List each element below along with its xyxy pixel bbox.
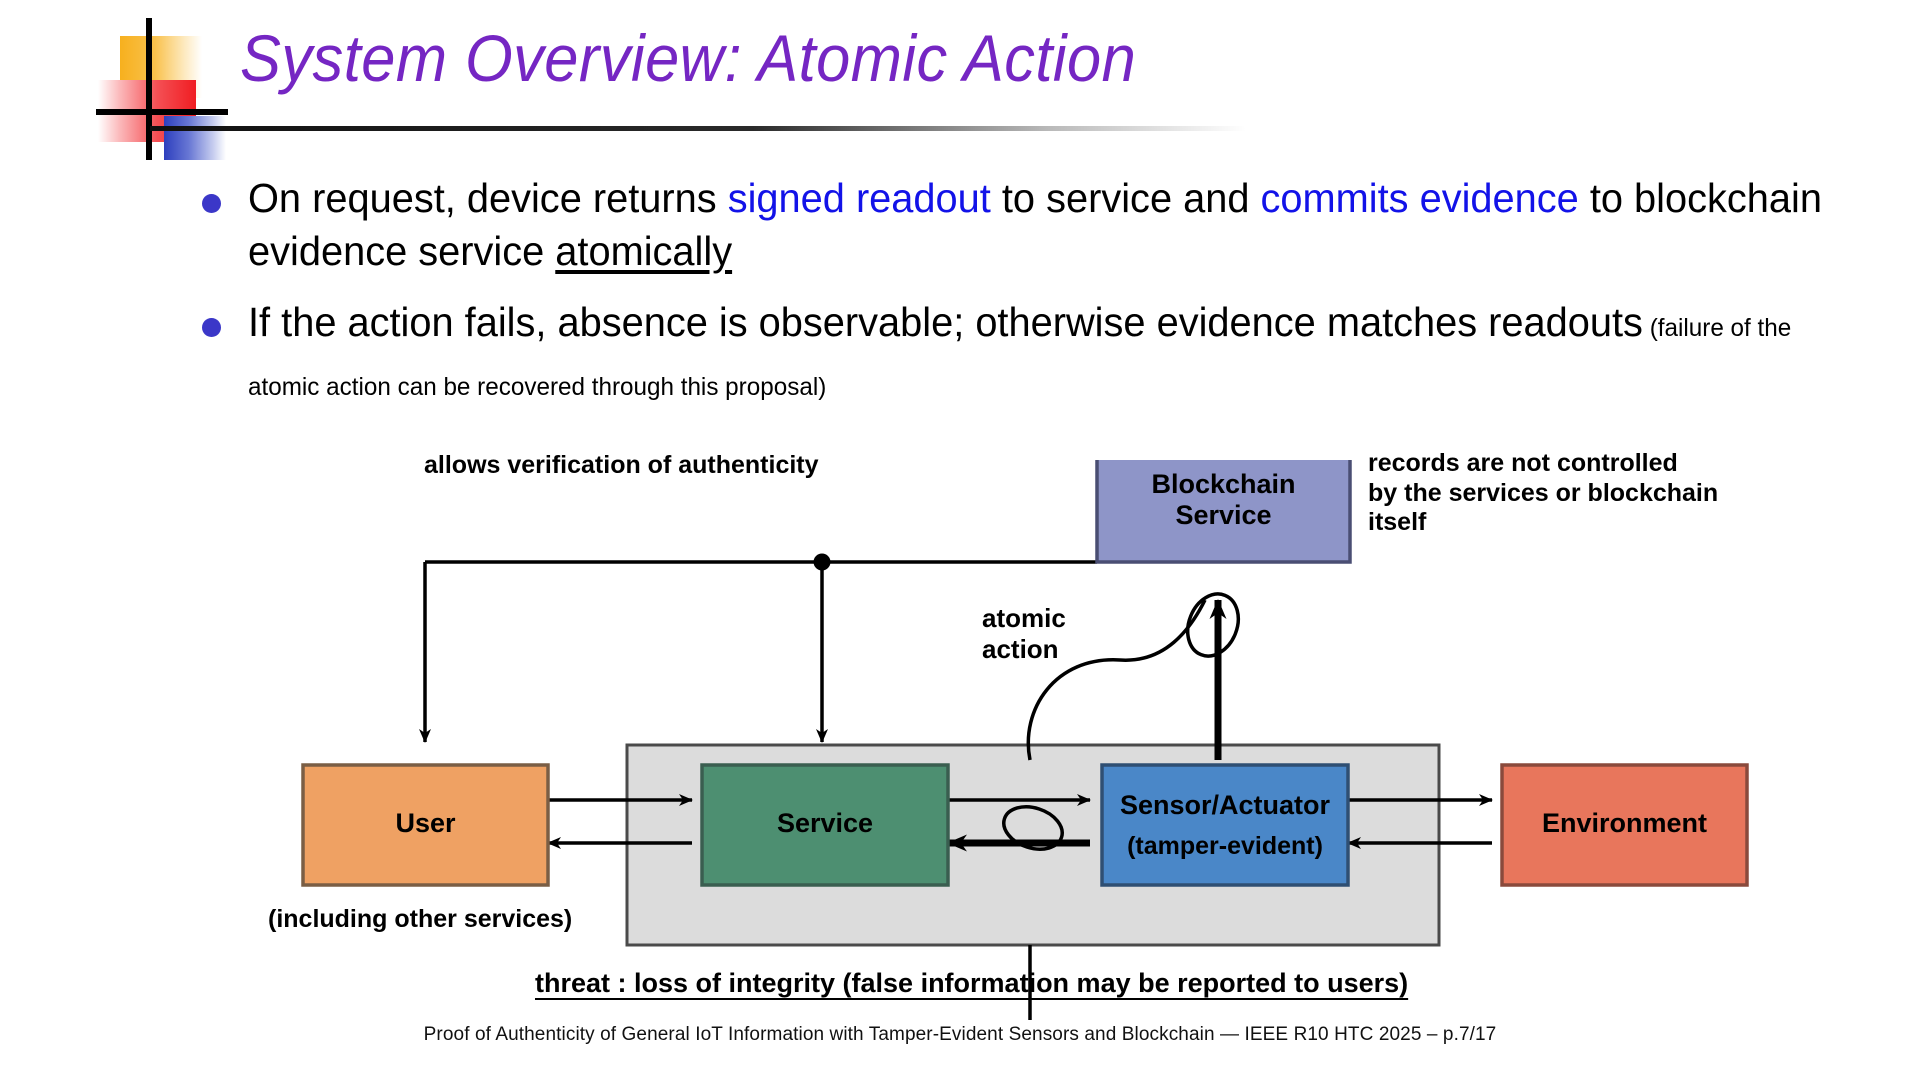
box-environment (1500, 763, 1749, 887)
annotation-atomic-action: atomic action (982, 603, 1066, 664)
bullet-item-2: If the action fails, absence is observab… (190, 296, 1890, 414)
title-divider (150, 126, 1246, 131)
bullet-1-seg-4: to blockchain evidence service (248, 175, 1822, 274)
bullet-1-seg-atomically: atomically (555, 228, 733, 274)
atomic-loop-bottom (1002, 805, 1064, 851)
box-label-sensor-actuator: Sensor/Actuator (1119, 790, 1331, 820)
annotation-verification: allows verification of authenticity (424, 451, 819, 479)
logo-square-blue (164, 116, 226, 160)
slide-footer: Proof of Authenticity of General IoT Inf… (423, 1024, 1497, 1045)
atomic-loop-top (1185, 592, 1241, 658)
box-service (700, 763, 950, 887)
logo-horizontal-bar (96, 109, 228, 115)
bullet-1-seg-2: to service and (990, 175, 1261, 221)
box-sublabel-sensor-actuator: (tamper-evident) (1127, 832, 1323, 860)
bullet-item-1: On request, device returns signed readou… (190, 172, 1890, 278)
box-label-user: User (395, 808, 456, 838)
box-label-service: Service (776, 808, 874, 838)
bullet-text-2: If the action fails, absence is observab… (248, 296, 1841, 414)
box-sensor-actuator (1100, 763, 1350, 887)
bullet-dot-icon (202, 194, 221, 213)
bullet-1-seg-commits-evidence: commits evidence (1260, 175, 1579, 221)
bullet-2-seg-0: If the action fails, absence is observab… (248, 299, 1643, 345)
slide-logo-mark (96, 18, 228, 160)
logo-vertical-bar (146, 18, 152, 160)
bullet-text-1: On request, device returns signed readou… (248, 172, 1841, 278)
annotation-records: records are not controlled by the servic… (1368, 449, 1719, 536)
bullet-list: On request, device returns signed readou… (190, 172, 1890, 432)
bullet-dot-icon (202, 318, 221, 337)
box-label-environment: Environment (1541, 808, 1708, 838)
box-label-blockchain-service: Blockchain Service (1151, 469, 1296, 531)
junction-dot (813, 553, 831, 571)
box-user (301, 763, 550, 887)
bullet-1-seg-signed-readout: signed readout (727, 175, 991, 221)
box-blockchain-service (1095, 460, 1352, 564)
annotation-including-other-services: (including other services) (268, 905, 573, 933)
annotation-threat: threat : loss of integrity (false inform… (535, 968, 1409, 998)
bullet-1-seg-0: On request, device returns (248, 175, 728, 221)
page-title: System Overview: Atomic Action (240, 21, 1137, 95)
system-diagram: Blockchain Service User Service Sensor/A… (0, 449, 1920, 1020)
bullet-2-seg-note: (failure of the atomic action can be rec… (248, 314, 1792, 401)
